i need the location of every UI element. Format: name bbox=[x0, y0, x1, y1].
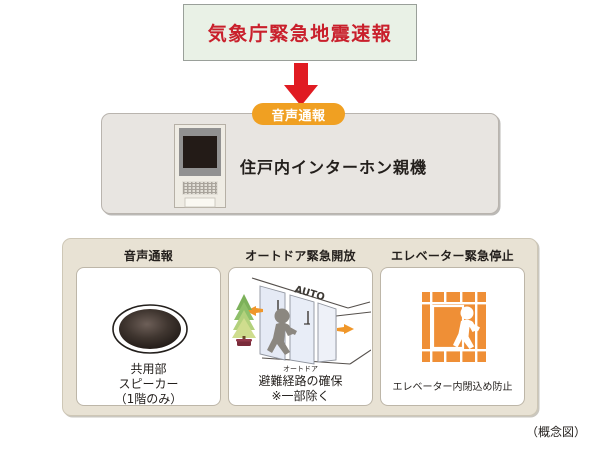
voice-alert-badge: 音声通報 bbox=[252, 103, 345, 125]
feature-caption-line: 共用部 bbox=[130, 362, 167, 376]
feature-caption-line: ※一部除く bbox=[271, 389, 330, 403]
down-arrow-icon bbox=[283, 63, 319, 107]
earthquake-alert-box: 気象庁緊急地震速報 bbox=[183, 4, 417, 61]
elevator-exit-icon bbox=[422, 292, 486, 366]
auto-door-icon: AUTO bbox=[232, 272, 372, 372]
feature-title: エレベーター緊急停止 bbox=[390, 249, 514, 263]
auto-door-small-label: オートドア bbox=[283, 365, 318, 373]
feature-title: オートドア緊急開放 bbox=[245, 249, 356, 263]
voice-alert-badge-label: 音声通報 bbox=[271, 108, 326, 124]
feature-card: 共用部 スピーカー （1階のみ） bbox=[76, 267, 221, 406]
feature-card: エレベーター内閉込め防止 bbox=[380, 267, 525, 406]
feature-caption-line: （1階のみ） bbox=[114, 392, 183, 406]
feature-voice-alert: 音声通報 共用部 スピーカー （1階のみ） bbox=[76, 248, 221, 408]
feature-caption-line: スピーカー bbox=[118, 377, 179, 391]
feature-title: 音声通報 bbox=[123, 249, 174, 263]
intercom-device-label: 住戸内インターホン親機 bbox=[240, 158, 428, 177]
speaker-icon bbox=[111, 302, 189, 362]
features-container: 音声通報 共用部 スピーカー （1階のみ） bbox=[62, 238, 538, 416]
feature-elevator-stop: エレベーター緊急停止 bbox=[380, 248, 525, 408]
feature-caption-line: エレベーター内閉込め防止 bbox=[392, 382, 513, 393]
intercom-device-icon bbox=[174, 124, 226, 208]
feature-caption-line: 避難経路の確保 bbox=[258, 374, 343, 388]
conceptual-diagram-note: （概念図） bbox=[525, 425, 586, 439]
intercom-panel bbox=[101, 113, 499, 214]
earthquake-alert-text: 気象庁緊急地震速報 bbox=[207, 23, 393, 45]
feature-auto-door: オートドア緊急開放 bbox=[228, 248, 373, 408]
feature-card: AUTO bbox=[228, 267, 373, 406]
